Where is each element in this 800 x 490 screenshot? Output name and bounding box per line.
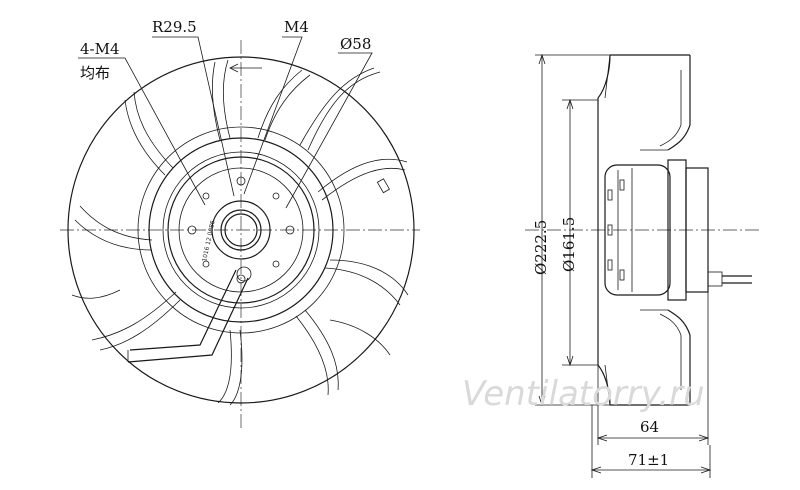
dim-inlet-diameter-text: Ø161.5 <box>560 217 578 272</box>
leader-holes <box>78 57 206 206</box>
blade <box>91 291 177 341</box>
leader-thread <box>243 36 303 195</box>
blade <box>71 289 121 299</box>
inlet-ring-circle <box>148 137 334 323</box>
dim-depth-motor <box>596 292 710 445</box>
blade <box>264 74 311 141</box>
shaft-bore-circle <box>220 209 262 251</box>
impeller-blades <box>71 59 409 406</box>
blade <box>321 167 406 201</box>
motor-rotor-circle <box>167 156 315 304</box>
blade <box>324 267 401 306</box>
blade <box>299 67 375 146</box>
blade <box>74 219 153 251</box>
blade <box>222 59 231 139</box>
mounting-hole <box>202 192 210 200</box>
blade <box>295 315 329 396</box>
motor-stator-plate <box>685 167 709 293</box>
mounting-hole <box>236 176 246 186</box>
shroud-inner-circle <box>137 126 345 334</box>
blade <box>317 158 408 193</box>
mounting-hole <box>272 192 280 200</box>
impeller-outer-circle <box>67 56 415 404</box>
shaft-circle <box>224 213 258 247</box>
label-holes-evenly: 均布 <box>80 64 110 82</box>
mounting-hole <box>202 260 210 268</box>
mounting-hole <box>236 274 246 284</box>
dim-inlet-diameter <box>562 98 598 367</box>
blade <box>99 299 181 351</box>
impeller-profile <box>597 54 691 406</box>
mounting-hole <box>187 225 197 235</box>
front-view: 1016 12 0086 R29.5 M4 Ø58 4-M4 均布 <box>60 18 420 430</box>
front-leaders <box>78 36 373 209</box>
balance-clip <box>376 178 391 194</box>
blade <box>329 319 391 356</box>
hub-circle <box>211 200 271 260</box>
dim-outer-diameter <box>535 53 610 407</box>
blade <box>124 99 166 176</box>
mounting-hole <box>272 260 280 268</box>
rotation-arrow-icon <box>229 63 262 73</box>
label-holes: 4-M4 <box>80 40 120 58</box>
motor-body <box>604 149 709 311</box>
blade <box>217 329 232 404</box>
dim-depth-motor-text: 64 <box>640 418 659 436</box>
dim-outer-diameter-text: Ø222.5 <box>532 220 550 275</box>
mounting-hole <box>285 225 295 235</box>
blade <box>133 91 174 169</box>
label-thread: M4 <box>284 18 309 36</box>
side-cable <box>707 271 752 287</box>
leader-diameter <box>285 52 373 209</box>
leader-radius <box>152 36 235 197</box>
side-view: Ø222.5 Ø161.5 <box>525 53 760 478</box>
blade <box>79 205 153 241</box>
blade <box>307 71 381 151</box>
blade <box>257 69 303 139</box>
dim-depth-total <box>590 405 712 478</box>
mounting-holes <box>187 176 295 284</box>
label-radius: R29.5 <box>152 18 197 36</box>
blade <box>211 61 221 141</box>
motor-outer-circle <box>162 151 320 309</box>
label-diameter: Ø58 <box>340 35 371 53</box>
blade <box>304 309 339 391</box>
blade <box>329 259 409 296</box>
motor-rotor <box>604 164 671 296</box>
watermark: Ventilatorry.ru <box>462 374 705 414</box>
blade <box>229 329 243 406</box>
cable-exit <box>127 266 252 363</box>
dim-depth-total-text: 71±1 <box>628 451 669 469</box>
